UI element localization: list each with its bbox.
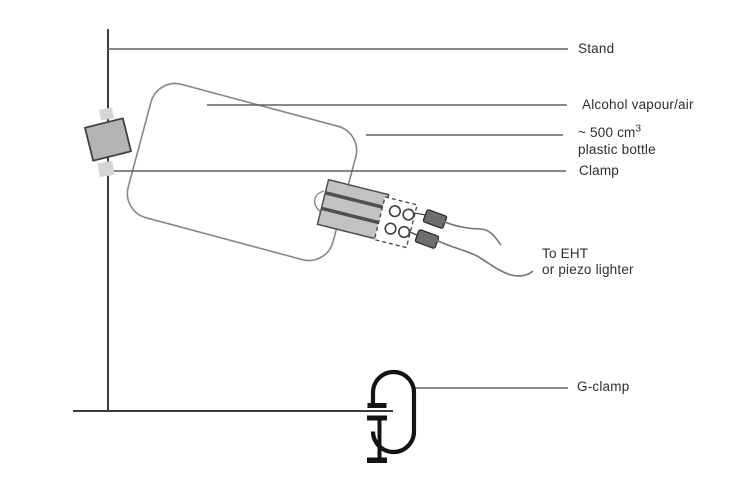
g-clamp-pad-bottom	[367, 415, 387, 421]
socket-hole	[402, 208, 415, 221]
bung-stripe-top	[324, 191, 386, 210]
label-clamp: Clamp	[579, 163, 620, 178]
clamp-pad-bottom	[97, 160, 115, 178]
label-plastic-bottle: plastic bottle	[578, 142, 656, 157]
socket-hole	[388, 205, 401, 218]
plug-top	[422, 209, 448, 229]
label-eht-line1: To EHT	[542, 246, 589, 261]
neck-assembly	[316, 178, 418, 249]
g-clamp-handle	[367, 457, 387, 463]
wire-top	[442, 220, 502, 246]
label-stand: Stand	[578, 41, 615, 56]
plug-bottom	[414, 229, 440, 249]
label-g-clamp: G-clamp	[577, 379, 630, 394]
label-volume: ~ 500 cm3	[578, 123, 642, 141]
g-clamp-pad-top	[367, 403, 387, 408]
label-volume-exponent: 3	[635, 123, 642, 135]
bottle-shoulder-arc	[314, 190, 325, 214]
label-eht-line2: or piezo lighter	[542, 262, 634, 277]
label-alcohol-vapour: Alcohol vapour/air	[582, 97, 694, 112]
label-eht: To EHT or piezo lighter	[542, 246, 634, 278]
clamp-pad-top	[99, 107, 114, 121]
bung-stripe-bottom	[320, 206, 382, 226]
stand-clamp-block	[83, 117, 133, 162]
g-clamp-screw	[377, 420, 382, 459]
socket-hole	[398, 225, 411, 239]
wire-bottom	[435, 239, 534, 277]
plug-lead-top	[413, 212, 427, 216]
socket-hole	[384, 222, 397, 235]
plastic-bottle-outline	[126, 82, 358, 262]
label-volume-text: ~ 500 cm	[578, 125, 636, 140]
g-clamp-frame	[370, 369, 417, 455]
